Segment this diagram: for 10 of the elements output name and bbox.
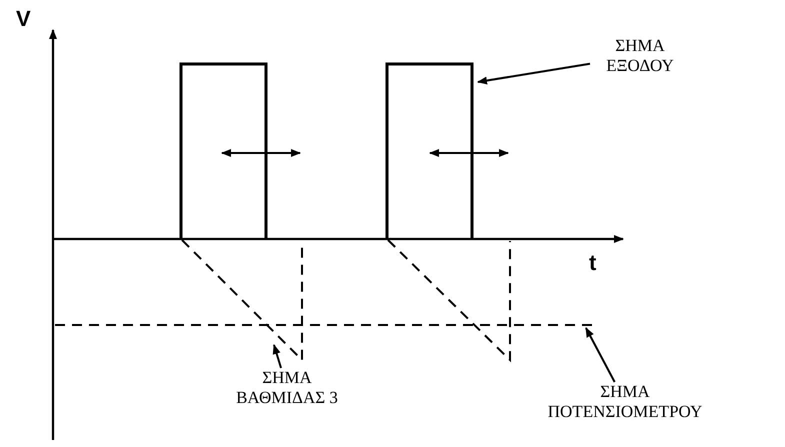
axis-label: V [16, 6, 31, 32]
leader-line [477, 62, 590, 84]
ramp-waveform [181, 239, 511, 362]
leader-line [272, 344, 282, 368]
leader-line [585, 327, 616, 382]
callout-label: ΣΗΜΑ ΕΞΟΔΟΥ [590, 36, 690, 76]
axis-label: t [589, 250, 596, 276]
callout-label: ΣΗΜΑ ΠΟΤΕΝΣΙΟΜΕΤΡΟΥ [530, 382, 720, 422]
callout-label: ΣΗΜΑ ΒΑΘΜΙΔΑΣ 3 [222, 368, 352, 408]
output-pulse-waveform [180, 62, 474, 240]
